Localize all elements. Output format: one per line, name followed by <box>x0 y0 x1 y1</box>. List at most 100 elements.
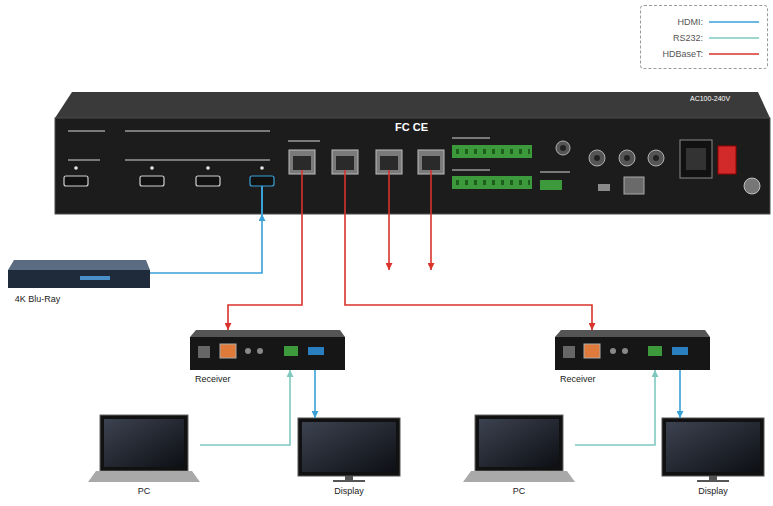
drawing-part <box>560 145 566 151</box>
signal-cable <box>150 214 262 273</box>
player-top <box>8 260 150 270</box>
legend-sample <box>709 18 759 26</box>
ground-screw <box>744 178 760 194</box>
device-node: Display <box>298 418 400 482</box>
drawing-part <box>422 156 440 170</box>
drawing-part <box>430 170 432 214</box>
drawing-part <box>125 160 270 161</box>
receiver-led <box>610 348 616 354</box>
power-inlet-core <box>686 148 706 170</box>
legend-text: HDBaseT: <box>641 49 703 59</box>
legend-row: RS232: <box>641 30 767 46</box>
drawing-part <box>336 156 354 170</box>
drawing-part <box>624 155 630 161</box>
power-inlet <box>680 140 712 178</box>
lan-port <box>624 177 644 194</box>
drawing-part <box>68 160 100 161</box>
drawing-part <box>594 155 600 161</box>
display-frame <box>298 418 400 476</box>
drawing-part <box>68 131 105 132</box>
device-node: PC <box>88 415 200 482</box>
drawing-part <box>388 214 390 270</box>
round-connectors <box>556 141 664 166</box>
display-screen <box>666 422 760 472</box>
drawing-part <box>380 156 398 170</box>
power-switch <box>718 146 736 174</box>
signal-cable <box>345 214 592 330</box>
connector-centers <box>560 145 659 161</box>
receiver-top <box>555 330 710 337</box>
receiver-hdmi <box>672 347 688 355</box>
drawing-part <box>388 170 390 214</box>
matrix-unit: FC CE <box>52 88 772 214</box>
player-display <box>80 276 110 280</box>
receiver-led <box>257 348 263 354</box>
drawing-part <box>452 145 532 158</box>
legend-line <box>709 53 759 55</box>
receiver-rs232 <box>284 346 298 356</box>
device-label: Display <box>698 486 728 496</box>
drawing-part <box>456 180 530 185</box>
hdbaset-stubs <box>302 170 431 214</box>
drawing-part <box>250 176 274 186</box>
legend-line <box>709 21 759 23</box>
control-terminal <box>540 180 562 190</box>
drawing-part <box>260 166 264 170</box>
device-node: 4K Blu-Ray <box>5 258 150 290</box>
terminal-blocks <box>452 145 532 189</box>
legend-sample <box>709 50 759 58</box>
drawing-part <box>293 156 311 170</box>
legend-text: RS232: <box>641 33 703 43</box>
legend-row: HDMI: <box>641 14 767 30</box>
device-label: 4K Blu-Ray <box>15 294 61 304</box>
device-node: PC <box>463 415 575 482</box>
drawing-part <box>196 176 220 186</box>
drawing-part <box>648 150 664 166</box>
laptop-screen <box>479 419 559 467</box>
hdmi-stub <box>261 186 263 214</box>
drawing-part <box>540 172 570 173</box>
drawing-part <box>589 150 605 166</box>
laptop-base <box>463 471 575 482</box>
drawing-part <box>653 155 659 161</box>
drawing-part <box>64 176 88 186</box>
legend-text: HDMI: <box>641 17 703 27</box>
receiver-body <box>555 337 710 370</box>
certification-mark: FC CE <box>395 121 428 134</box>
receiver-top <box>190 330 345 337</box>
chassis-top <box>55 92 770 118</box>
signal-cable <box>314 370 316 418</box>
laptop-lid <box>475 415 563 471</box>
laptop-base <box>88 471 200 482</box>
drawing-part <box>206 166 210 170</box>
rj45-ports <box>289 150 444 174</box>
receiver-rj45 <box>220 344 236 358</box>
drawing-part <box>556 141 570 155</box>
drawing-part <box>140 176 164 186</box>
rating-label: AC100-240V <box>690 95 730 102</box>
legend-line <box>709 37 759 39</box>
drawing-part <box>430 214 432 270</box>
panel-markings <box>68 131 570 172</box>
display-screen <box>302 422 396 472</box>
drawing-part <box>452 176 532 189</box>
device-node: Display <box>662 418 764 482</box>
hdbaset-open-cables <box>389 214 431 270</box>
display-foot <box>333 480 365 482</box>
receiver-rj45 <box>584 344 600 358</box>
drawing-part <box>456 149 530 154</box>
display-stand <box>345 476 353 480</box>
usb-port <box>598 184 610 191</box>
hdmi-ports <box>64 176 274 186</box>
receiver-rs232 <box>648 346 662 356</box>
drawing-part <box>452 170 490 171</box>
drawing-part <box>288 141 320 142</box>
legend-row: HDBaseT: <box>641 46 767 62</box>
chassis-face <box>55 118 770 214</box>
drawing-part <box>150 166 154 170</box>
device-label: PC <box>513 486 526 496</box>
device-node: Receiver <box>555 330 710 370</box>
